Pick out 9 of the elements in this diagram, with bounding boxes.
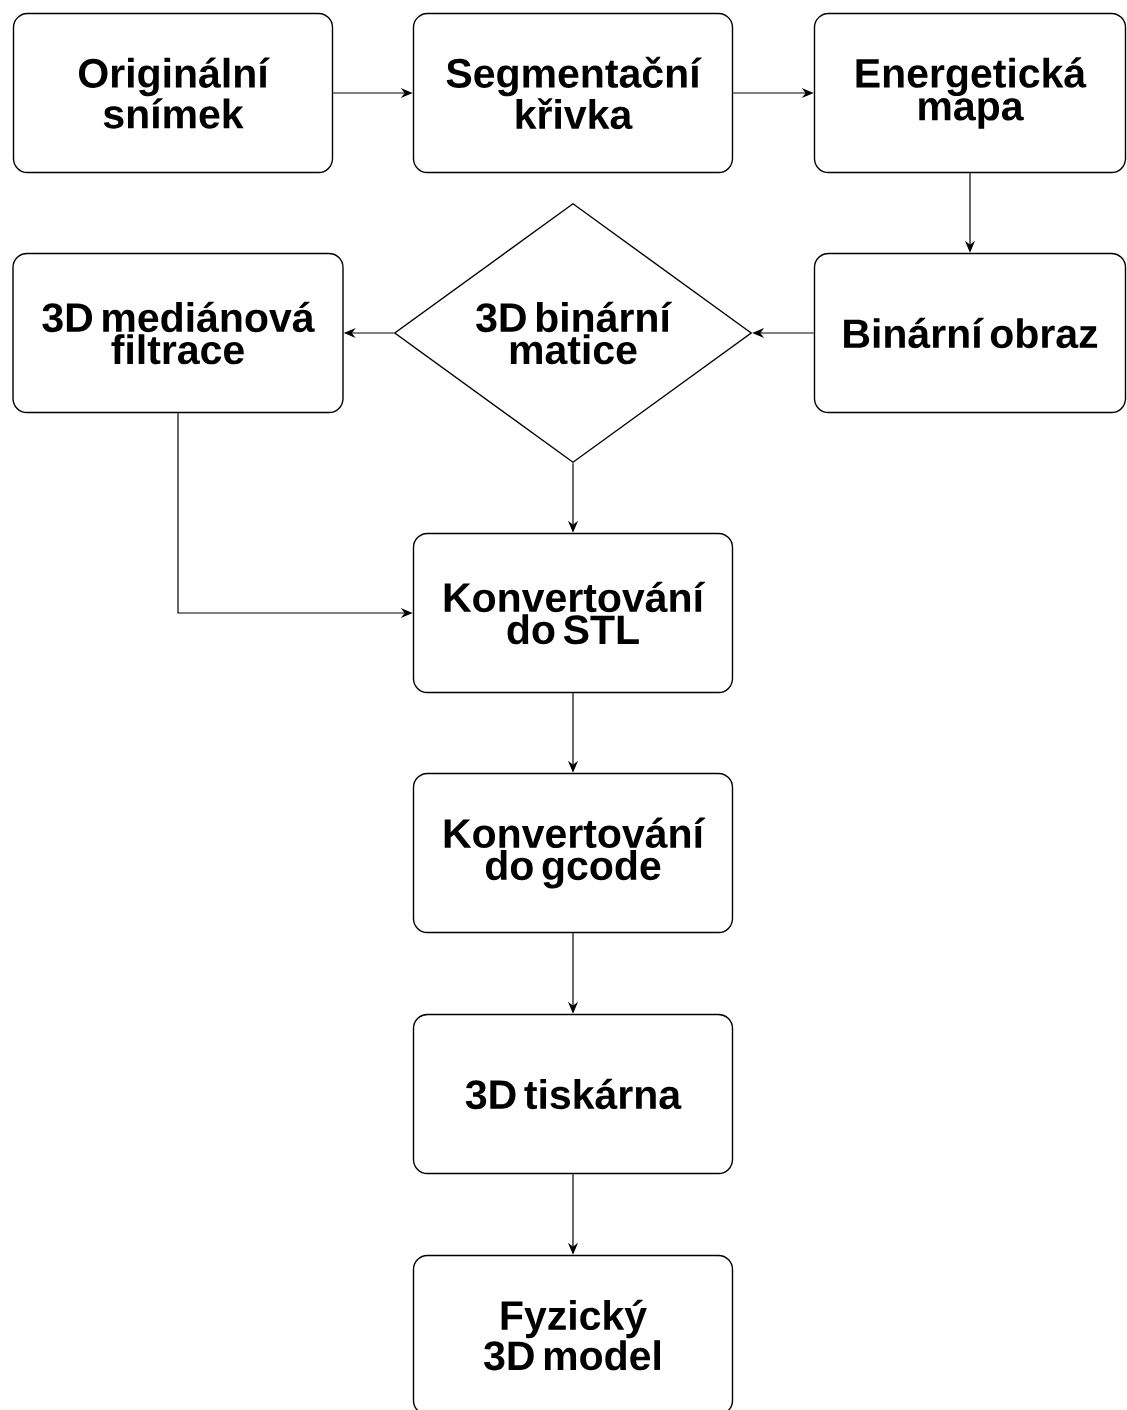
process-box: Segmentační křivka: [412, 12, 734, 174]
process-box: Originální snímek: [12, 12, 334, 174]
process-box: 3D tiskárna: [412, 1013, 734, 1175]
process-box: Konvertování do STL: [412, 532, 734, 694]
process-box: Binární obraz: [813, 252, 1127, 414]
process-box: Fyzický 3D model: [412, 1254, 734, 1410]
process-box: Energetická mapa: [813, 12, 1127, 174]
process-box: Konvertování do gcode: [412, 772, 734, 934]
process-box: 3D mediánová filtrace: [12, 252, 344, 414]
